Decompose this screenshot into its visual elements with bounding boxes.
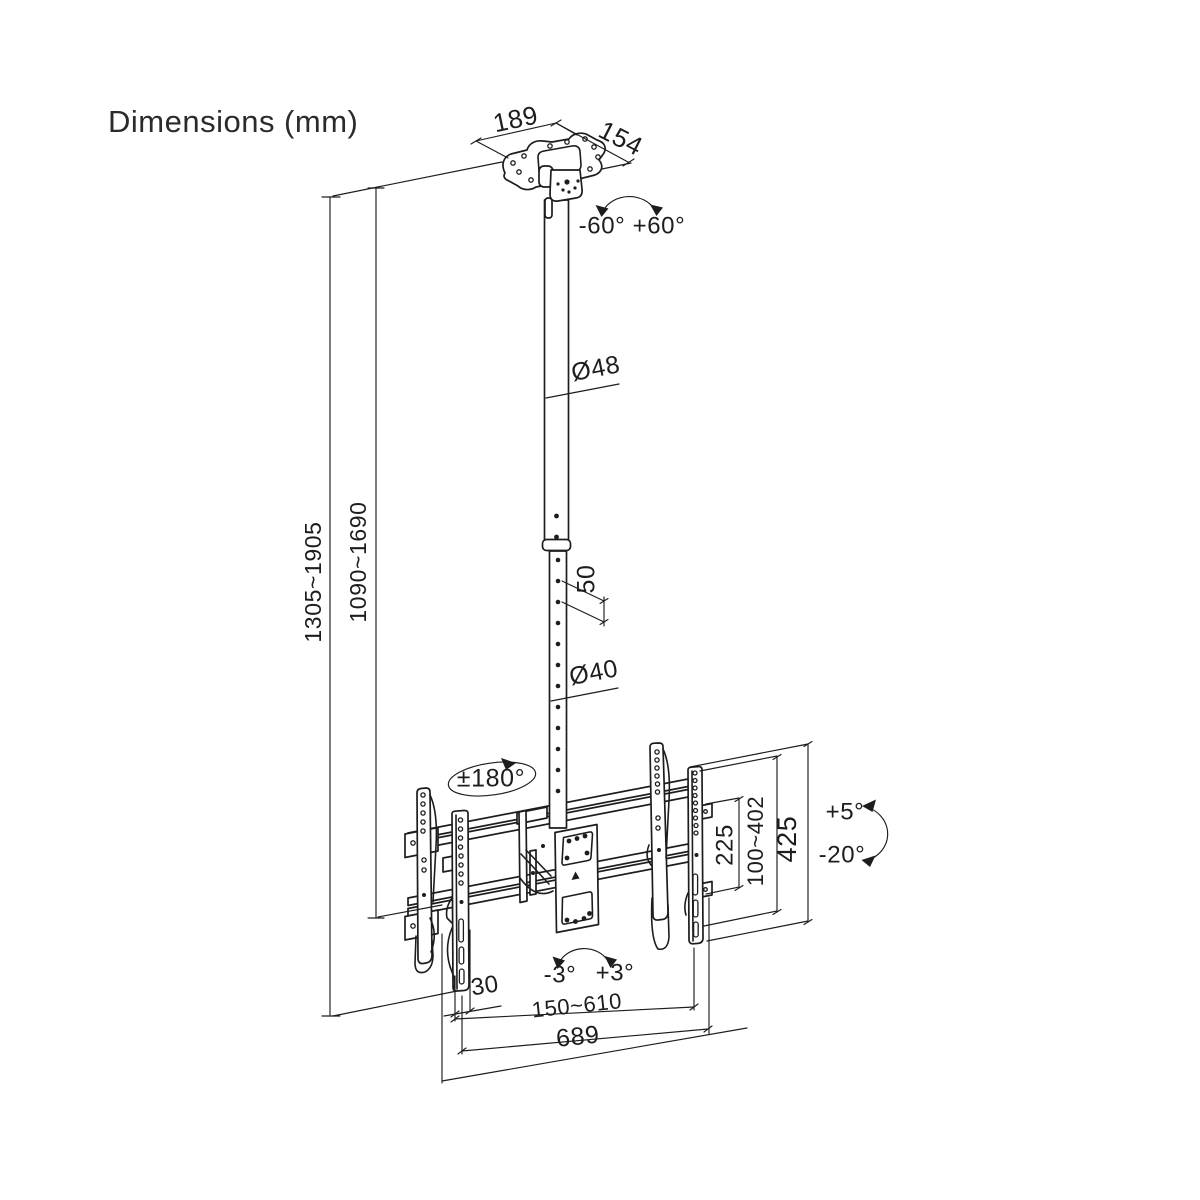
dim-pole-swivel: -60° +60° xyxy=(579,196,686,239)
dim-bracket-offset: 30 xyxy=(443,929,502,1022)
dim-label-swivel: -60° +60° xyxy=(579,212,686,239)
dim-rail-spacing: 225 xyxy=(705,795,744,895)
tv-bracket-back-right xyxy=(646,742,671,951)
bottom-reference-lines xyxy=(441,933,748,1084)
dim-tilt: +5° -20° xyxy=(819,798,889,868)
dim-label-425: 425 xyxy=(772,816,802,863)
tv-bracket-back-left xyxy=(414,787,438,974)
dim-label-d40: Ø40 xyxy=(567,654,621,691)
dim-height-step: 50 xyxy=(561,564,609,627)
dim-total-width: 689 xyxy=(457,897,713,1055)
dim-label-tilt-up: +5° xyxy=(826,798,865,825)
dim-bracket-height: 425 xyxy=(689,740,813,942)
tilt-hinge xyxy=(538,165,583,202)
dim-label-d48: Ø48 xyxy=(569,350,623,387)
dim-label-total-height: 1305~1905 xyxy=(300,521,326,642)
dim-label-level-plus: +3° xyxy=(596,959,635,986)
dim-label-30: 30 xyxy=(469,970,501,1001)
page-title: Dimensions (mm) xyxy=(108,104,359,139)
dim-label-189: 189 xyxy=(490,100,540,139)
dim-screen-rotation: ±180° xyxy=(447,758,537,797)
dim-level-adjust: -3° +3° xyxy=(544,948,635,988)
telescopic-pole xyxy=(541,197,572,829)
dim-total-height: 1305~1905 xyxy=(300,161,503,1017)
dim-label-tilt-down: -20° xyxy=(819,841,866,868)
dim-pole-height: 1090~1690 xyxy=(345,187,443,919)
dim-label-100-402: 100~402 xyxy=(743,796,768,886)
dim-label-150-610: 150~610 xyxy=(531,988,624,1022)
dim-label-pole-height: 1090~1690 xyxy=(345,501,371,622)
dim-vesa-height-range: 100~402 xyxy=(699,753,782,927)
vesa-adapter-plate xyxy=(554,823,600,934)
dim-label-level-minus: -3° xyxy=(544,961,577,988)
dim-label-rotation: ±180° xyxy=(457,765,525,793)
tv-bracket-front-left xyxy=(445,809,470,992)
dim-label-225: 225 xyxy=(711,824,738,866)
dim-label-50: 50 xyxy=(573,564,601,593)
dim-label-689: 689 xyxy=(555,1020,601,1052)
